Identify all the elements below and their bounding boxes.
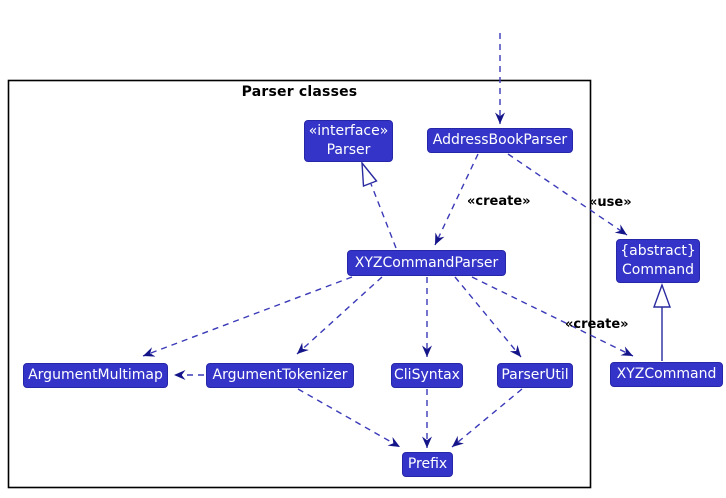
class-name: Parser	[326, 142, 371, 158]
edge-xyzcommandparser-create-xyzcommand	[471, 276, 634, 357]
edge-label-create-xyzcommandparser: «create»	[467, 194, 531, 209]
class-name: ArgumentTokenizer	[212, 367, 348, 383]
class-box-xyzcommandparser: XYZCommandParser	[347, 250, 506, 276]
edge-addressbookparser-create-xyzcommandparser	[434, 153, 479, 246]
class-box-parser-interface: «interface» Parser	[304, 120, 393, 162]
edge-label-use-command: «use»	[589, 195, 632, 210]
edge-argumenttokenizer-to-prefix	[297, 388, 401, 448]
class-name: XYZCommand	[616, 366, 717, 382]
edge-label-create-xyzcommand: «create»	[565, 317, 629, 332]
class-name: Command	[622, 262, 694, 278]
class-name: CliSyntax	[394, 367, 460, 383]
class-name: ParserUtil	[501, 367, 569, 383]
edge-xyzcommandparser-to-argumenttokenizer	[296, 276, 383, 355]
hollow-triangle-arrowhead-parser	[361, 160, 378, 187]
class-name: XYZCommandParser	[354, 254, 499, 271]
edge-addressbookparser-use-command	[507, 153, 628, 236]
class-name: ArgumentMultimap	[28, 367, 163, 383]
frame-parser-classes	[7, 79, 592, 489]
hollow-triangle-arrowhead-command	[653, 282, 671, 308]
edge-parserutil-to-prefix	[451, 388, 523, 448]
edge-xyzcommandparser-realizes-parser	[370, 183, 397, 249]
class-box-xyzcommand: XYZCommand	[610, 362, 723, 387]
class-box-argumentmultimap: ArgumentMultimap	[23, 363, 168, 388]
class-box-clisyntax: CliSyntax	[391, 363, 463, 388]
class-box-command-abstract: {abstract} Command	[616, 239, 700, 283]
edge-xyzcommandparser-to-argumentmultimap	[142, 276, 353, 357]
class-name: Prefix	[407, 456, 448, 472]
class-box-prefix: Prefix	[402, 452, 453, 477]
class-box-addressbookparser: AddressBookParser	[427, 128, 573, 153]
edge-xyzcommandparser-to-parserutil	[454, 276, 522, 358]
class-box-parserutil: ParserUtil	[497, 363, 573, 388]
stereotype-label: «interface»	[308, 123, 389, 139]
stereotype-label: {abstract}	[620, 243, 696, 259]
frame-title: Parser classes	[241, 84, 358, 100]
class-box-argumenttokenizer: ArgumentTokenizer	[206, 363, 354, 388]
class-name: AddressBookParser	[432, 132, 568, 148]
